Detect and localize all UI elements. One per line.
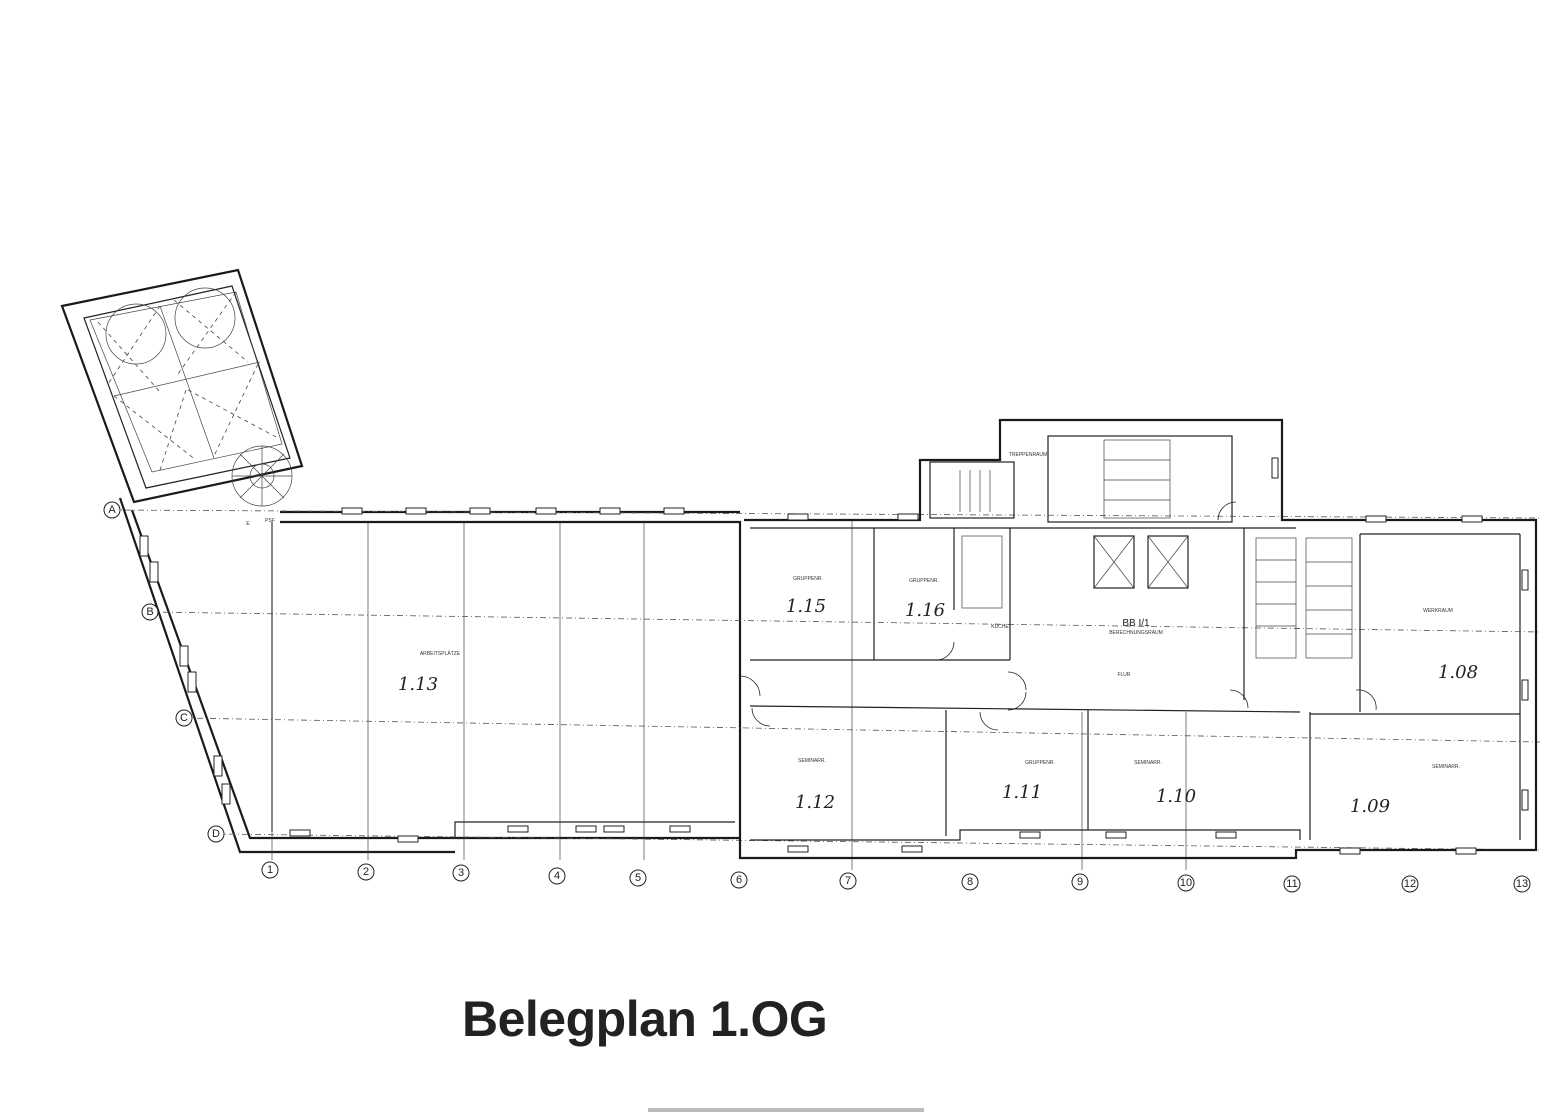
axis-col-4: 4 xyxy=(554,870,560,882)
axis-col-5: 5 xyxy=(635,872,641,884)
stair-label: TREPPENRAUM xyxy=(1009,452,1047,458)
axis-col-12: 12 xyxy=(1404,878,1416,890)
room-type-1-13: ARBEITSPLÄTZE xyxy=(420,650,461,657)
room-number-1-15: 1.15 xyxy=(786,596,826,617)
axis-row-c: C xyxy=(180,712,188,724)
axis-row-b: B xyxy=(146,606,153,618)
kueche-label: KÜCHE xyxy=(991,623,1009,630)
axis-col-8: 8 xyxy=(967,876,973,888)
axis-col-11: 11 xyxy=(1286,878,1297,890)
column-axis-markers: 1 2 3 4 5 6 7 8 9 10 11 12 13 xyxy=(261,861,1531,893)
axis-col-7: 7 xyxy=(845,875,851,887)
axis-col-3: 3 xyxy=(458,867,464,879)
room-type-1-10: SEMINARR. xyxy=(1134,760,1162,766)
room-number-1-09: 1.09 xyxy=(1350,796,1390,817)
axis-col-10: 10 xyxy=(1180,877,1192,889)
axis-col-1: 1 xyxy=(267,864,273,876)
axis-col-2: 2 xyxy=(363,866,369,878)
room-labels: ARBEITSPLÄTZE 1.13 GRUPPENR. 1.15 GRUPPE… xyxy=(246,452,1478,817)
room-type-1-12: SEMINARR. xyxy=(798,758,826,764)
doors xyxy=(739,501,1377,731)
row-axis-markers: A B C D xyxy=(103,501,225,843)
room-number-1-12: 1.12 xyxy=(795,792,835,813)
room-type-1-08: WERKRAUM xyxy=(1423,608,1453,614)
bb-sublabel: BERECHNUNGSRAUM xyxy=(1109,630,1163,636)
scan-edge-mark xyxy=(648,1108,924,1112)
room-type-1-15: GRUPPENR. xyxy=(793,576,823,582)
windows xyxy=(139,457,1529,855)
room-number-1-10: 1.10 xyxy=(1156,786,1196,807)
room-number-1-13: 1.13 xyxy=(398,674,438,695)
axis-col-6: 6 xyxy=(736,874,742,886)
tower-block xyxy=(60,268,304,507)
axis-col-13: 13 xyxy=(1516,878,1528,890)
room-number-1-16: 1.16 xyxy=(905,600,945,621)
room-type-1-09: SEMINARR. xyxy=(1432,764,1460,770)
axis-grid xyxy=(111,509,1541,870)
axis-row-d: D xyxy=(212,828,220,840)
bb-label: BB I/1 xyxy=(1122,618,1150,629)
room-type-1-11: GRUPPENR. xyxy=(1025,760,1055,766)
psf-label: PSF xyxy=(265,518,275,524)
flur-label: FLUR xyxy=(1117,672,1130,678)
room-number-1-11: 1.11 xyxy=(1002,782,1042,803)
axis-col-9: 9 xyxy=(1077,876,1083,888)
e-label: E xyxy=(246,521,250,527)
axis-row-a: A xyxy=(108,504,116,516)
room-type-1-16: GRUPPENR. xyxy=(909,578,939,584)
room-number-1-08: 1.08 xyxy=(1438,662,1478,683)
east-wing-walls xyxy=(738,418,1538,860)
plan-title: Belegplan 1.OG xyxy=(462,991,828,1047)
